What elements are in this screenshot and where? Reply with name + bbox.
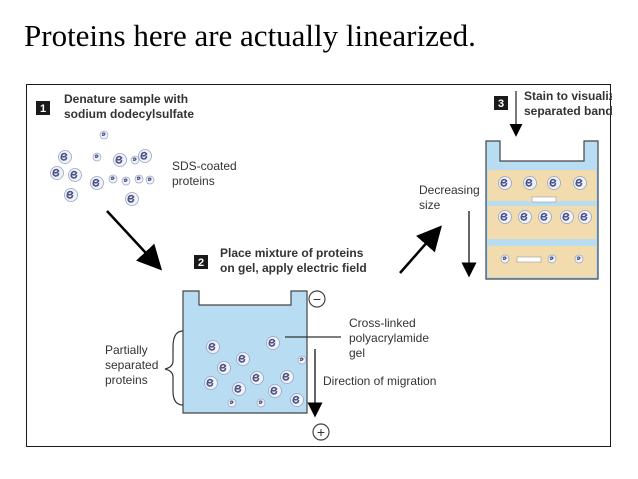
protein	[546, 175, 562, 191]
step-2-text-line1: Place mixture of proteins	[220, 246, 364, 260]
negative-electrode-sign: −	[313, 291, 321, 307]
band	[516, 256, 542, 263]
protein	[249, 370, 265, 386]
gel-label-line1: Cross-linked	[349, 316, 416, 330]
decreasing-size-line1: Decreasing	[419, 183, 480, 197]
step-2-number: 2	[198, 257, 204, 269]
step-1-badge	[36, 101, 50, 115]
step-2: 2 Place mixture of proteins on gel, appl…	[194, 246, 367, 275]
gel	[182, 290, 308, 414]
protein	[205, 339, 221, 355]
protein	[517, 209, 533, 225]
protein	[49, 165, 65, 181]
protein	[112, 152, 128, 168]
sds-coated-proteins	[49, 130, 155, 207]
step-3-number: 3	[498, 98, 504, 110]
step-2-badge	[194, 255, 208, 269]
negative-electrode-icon	[308, 290, 326, 308]
protein	[537, 209, 553, 225]
protein	[500, 254, 510, 264]
protein	[289, 392, 305, 408]
protein	[145, 175, 155, 185]
protein	[522, 175, 538, 191]
protein	[63, 187, 79, 203]
slide-title: Proteins here are actually linearized.	[24, 18, 476, 53]
protein	[92, 152, 102, 162]
protein	[124, 191, 140, 207]
step-3: 3 Stain to visualize separated bands	[494, 89, 622, 118]
step-3-badge	[494, 96, 508, 110]
step-1: 1 Denature sample with sodium dodecylsul…	[36, 92, 194, 121]
partially-separated-line1: Partially	[105, 343, 148, 357]
protein	[572, 175, 588, 191]
arrow-step2-to-step3	[399, 225, 442, 274]
protein	[497, 209, 513, 225]
sds-page-diagram: 1 Denature sample with sodium dodecylsul…	[36, 89, 622, 441]
protein	[216, 360, 232, 376]
protein	[231, 381, 247, 397]
protein	[121, 176, 131, 186]
step-1-text-line1: Denature sample with	[64, 92, 188, 106]
step-3-text-line2: separated bands	[524, 104, 612, 118]
partially-separated-line3: proteins	[105, 373, 148, 387]
gel-slab	[182, 290, 308, 414]
protein	[559, 209, 575, 225]
protein	[89, 175, 105, 191]
protein	[67, 167, 83, 183]
positive-electrode: +	[312, 423, 330, 441]
step-1-text-line2: sodium dodecylsulfate	[64, 107, 194, 121]
stained-gel	[485, 140, 599, 280]
positive-electrode-sign: +	[317, 424, 325, 440]
step-2-text-line2: on gel, apply electric field	[220, 261, 367, 275]
protein	[279, 369, 295, 385]
negative-electrode: −	[308, 290, 326, 308]
decreasing-size-line2: size	[419, 198, 441, 212]
positive-electrode-icon	[312, 423, 330, 441]
diagram-frame: 1 Denature sample with sodium dodecylsul…	[26, 84, 622, 447]
protein	[574, 254, 584, 264]
gel-label-line2: polyacrylamide	[349, 331, 429, 345]
arrow-step1-to-step2	[106, 210, 163, 271]
band	[531, 196, 557, 203]
sds-label-line2: proteins	[172, 174, 215, 188]
protein	[267, 383, 283, 399]
protein	[134, 174, 144, 184]
protein	[497, 175, 513, 191]
protein	[137, 148, 153, 164]
protein	[577, 209, 593, 225]
protein	[297, 355, 307, 365]
protein	[203, 375, 219, 391]
protein	[99, 130, 109, 140]
protein	[265, 335, 281, 351]
protein	[227, 398, 237, 408]
protein	[130, 155, 140, 165]
protein	[547, 254, 557, 264]
protein	[108, 174, 118, 184]
step-3-text-line1: Stain to visualize	[524, 89, 612, 103]
protein	[256, 398, 266, 408]
bracket	[164, 330, 184, 406]
protein	[235, 351, 251, 367]
gel-label-line3: gel	[349, 346, 365, 360]
sds-label-line1: SDS-coated	[172, 159, 237, 173]
partially-separated-line2: separated	[105, 358, 158, 372]
step-1-number: 1	[40, 103, 46, 115]
protein	[57, 149, 73, 165]
direction-label: Direction of migration	[323, 374, 436, 388]
